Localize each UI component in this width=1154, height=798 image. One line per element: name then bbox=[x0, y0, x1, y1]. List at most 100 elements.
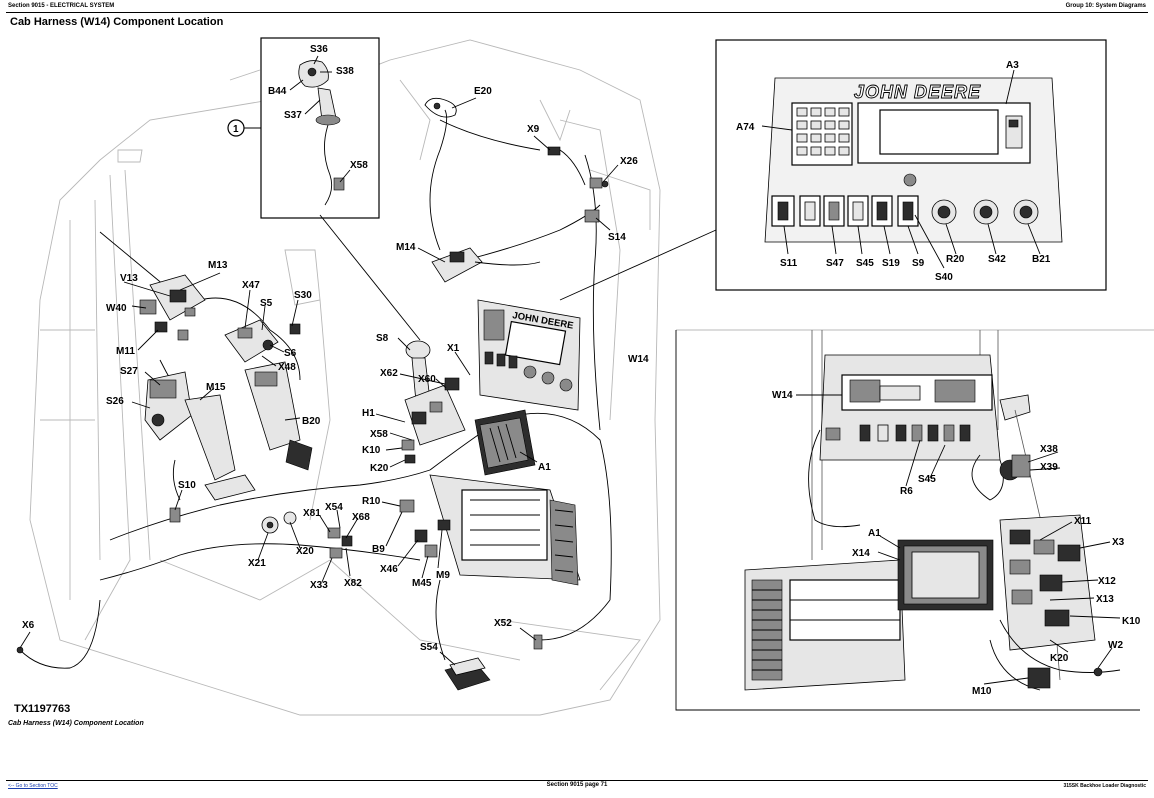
label-s37: S37 bbox=[284, 110, 302, 121]
component-b9-x46-m45-m9 bbox=[399, 499, 451, 558]
brand-logo: JOHN DEERE bbox=[854, 82, 981, 102]
footer-page-number: Section 9015 page 71 bbox=[546, 782, 608, 788]
label-s8: S8 bbox=[376, 333, 389, 344]
label-m14: M14 bbox=[396, 242, 416, 253]
component-m13-antenna bbox=[99, 231, 206, 321]
figure-id: TX1197763 bbox=[14, 703, 70, 715]
label-x3: X3 bbox=[1112, 537, 1125, 548]
label-b20: B20 bbox=[302, 416, 321, 427]
label-s11: S11 bbox=[780, 258, 798, 269]
label-v13: V13 bbox=[120, 273, 138, 284]
label-x11: X11 bbox=[1074, 516, 1092, 527]
callout-1: 1 bbox=[227, 119, 262, 137]
label-s45-detail: S45 bbox=[918, 474, 936, 485]
header-group: Group 10: System Diagrams bbox=[1065, 3, 1146, 9]
label-r6: R6 bbox=[900, 486, 913, 497]
detail-view: W14 X38 X39 R6 S45 A1 X11 X14 X3 X12 X13… bbox=[675, 329, 1154, 711]
component-e20-switch bbox=[424, 97, 457, 118]
label-x12: X12 bbox=[1098, 576, 1116, 587]
label-s10: S10 bbox=[178, 480, 196, 491]
label-b9: B9 bbox=[372, 544, 385, 555]
label-k10-detail: K10 bbox=[1122, 616, 1141, 627]
label-k10: K10 bbox=[362, 445, 381, 456]
leader-to-panel-inset bbox=[559, 229, 717, 301]
detail-a1-controller bbox=[897, 539, 994, 611]
label-a74: A74 bbox=[736, 122, 755, 133]
label-x39: X39 bbox=[1040, 462, 1058, 473]
label-m15: M15 bbox=[206, 382, 226, 393]
component-b20-pedal bbox=[244, 361, 313, 471]
label-x48: X48 bbox=[278, 362, 296, 373]
footer-manual-title: 315SK Backhoe Loader Diagnostic bbox=[1063, 783, 1146, 789]
detail-switch-row bbox=[825, 424, 971, 442]
component-s27-m15-s26 bbox=[144, 371, 256, 501]
label-s38: S38 bbox=[336, 66, 354, 77]
label-b44: B44 bbox=[268, 86, 287, 97]
label-a3: A3 bbox=[1006, 60, 1019, 71]
label-x58-inset: X58 bbox=[350, 160, 368, 171]
label-x9: X9 bbox=[527, 124, 540, 135]
go-to-section-toc-link[interactable]: <-- Go to Section TOC bbox=[8, 783, 58, 789]
label-x1: X1 bbox=[447, 343, 460, 354]
label-s54: S54 bbox=[420, 642, 438, 653]
label-x81: X81 bbox=[303, 508, 321, 519]
label-m9: M9 bbox=[436, 570, 450, 581]
label-s14: S14 bbox=[608, 232, 626, 243]
component-x52 bbox=[533, 634, 543, 650]
figure-caption: Cab Harness (W14) Component Location bbox=[8, 720, 144, 727]
leader-lines-main bbox=[19, 55, 619, 666]
label-s26: S26 bbox=[106, 396, 124, 407]
label-s36: S36 bbox=[310, 44, 328, 55]
label-s30: S30 bbox=[294, 290, 312, 301]
inset-joystick-box bbox=[260, 37, 421, 341]
label-w14: W14 bbox=[628, 354, 649, 365]
label-x6: X6 bbox=[22, 620, 35, 631]
label-s5: S5 bbox=[260, 298, 273, 309]
label-x38: X38 bbox=[1040, 444, 1058, 455]
label-x47: X47 bbox=[242, 280, 260, 291]
label-a1-detail: A1 bbox=[868, 528, 881, 539]
component-hvac-unit bbox=[429, 474, 581, 586]
component-x6 bbox=[16, 646, 24, 654]
page-header: Section 9015 - ELECTRICAL SYSTEM Group 1… bbox=[0, 0, 1154, 14]
label-x54: X54 bbox=[325, 502, 343, 513]
labels-main: S36 S38 B44 S37 X58 E20 X9 X26 S14 M14 W… bbox=[14, 44, 649, 715]
component-s14 bbox=[584, 209, 600, 223]
component-m14-motor bbox=[431, 247, 541, 283]
component-x62-x60-h1-cluster bbox=[401, 377, 466, 464]
label-x13: X13 bbox=[1096, 594, 1114, 605]
label-r20: R20 bbox=[946, 254, 965, 265]
label-m13: M13 bbox=[208, 260, 228, 271]
component-dash-panel-center: JOHN DEERE bbox=[477, 299, 581, 411]
labels-panel: A3 A74 S11 S47 S45 S19 S9 S40 R20 S42 B2… bbox=[736, 60, 1051, 283]
component-v13-w40-m11 bbox=[139, 299, 189, 341]
header-section: Section 9015 - ELECTRICAL SYSTEM bbox=[8, 3, 115, 9]
dash-switch-row bbox=[484, 351, 573, 392]
component-x26 bbox=[589, 177, 609, 189]
label-x46: X46 bbox=[380, 564, 398, 575]
component-a1-controller bbox=[474, 409, 536, 476]
label-s42: S42 bbox=[988, 254, 1006, 265]
footer-rule bbox=[6, 780, 1148, 781]
label-x60: X60 bbox=[418, 374, 436, 385]
label-k20: K20 bbox=[370, 463, 389, 474]
label-x68: X68 bbox=[352, 512, 370, 523]
label-s9: S9 bbox=[912, 258, 925, 269]
label-s47: S47 bbox=[826, 258, 844, 269]
component-x54-x81-x68 bbox=[327, 527, 353, 559]
label-x82: X82 bbox=[344, 578, 362, 589]
label-w40: W40 bbox=[106, 303, 127, 314]
label-m10: M10 bbox=[972, 686, 992, 697]
label-e20: E20 bbox=[474, 86, 492, 97]
label-x33: X33 bbox=[310, 580, 328, 591]
component-x21-x20 bbox=[261, 511, 297, 534]
label-k20-detail: K20 bbox=[1050, 653, 1069, 664]
label-a1: A1 bbox=[538, 462, 551, 473]
label-x52: X52 bbox=[494, 618, 512, 629]
cab-frame-ghost bbox=[29, 39, 661, 716]
label-b21: B21 bbox=[1032, 254, 1051, 265]
label-r10: R10 bbox=[362, 496, 381, 507]
leader-lines-detail bbox=[796, 394, 1121, 685]
label-s19: S19 bbox=[882, 258, 900, 269]
